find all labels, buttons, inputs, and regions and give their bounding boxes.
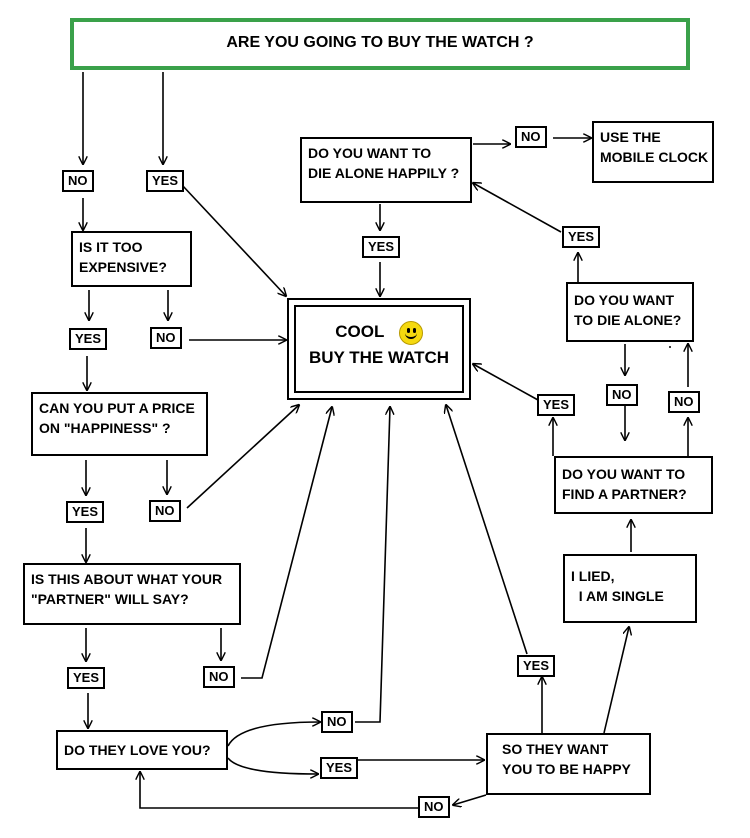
label-no-expensive: NO xyxy=(150,327,182,349)
question-price-happiness: CAN YOU PUT A PRICE ON "HAPPINESS" ? xyxy=(31,392,208,456)
question-too-expensive: IS IT TOO EXPENSIVE? xyxy=(71,231,192,287)
label-no-price: NO xyxy=(149,500,181,522)
label-yes-expensive: YES xyxy=(69,328,108,350)
arrow-no-back-to-love xyxy=(140,772,418,809)
arrow-yes-to-die-happily xyxy=(473,183,562,233)
stray-dot xyxy=(669,346,671,348)
arrow-love-to-no xyxy=(227,722,320,747)
question-die-alone: DO YOU WANT TO DIE ALONE? xyxy=(566,282,694,342)
result-box: COOL BUY THE WATCH xyxy=(287,298,471,400)
arrow-yes-to-cool-2 xyxy=(446,405,528,655)
label-yes-die-alone: YES xyxy=(562,226,601,248)
smiley-icon xyxy=(398,320,423,345)
label-no-partner: NO xyxy=(203,666,235,688)
result-line-2: BUY THE WATCH xyxy=(308,348,450,367)
statement-lied-single: I LIED, I AM SINGLE xyxy=(563,554,697,623)
label-yes-die-happily: YES xyxy=(362,236,401,258)
label-no-title: NO xyxy=(62,170,94,192)
arrow-no-to-cool-4 xyxy=(355,407,390,723)
arrow-want-happy-to-no xyxy=(453,794,487,805)
question-die-alone-happily: DO YOU WANT TO DIE ALONE HAPPILY ? xyxy=(300,137,472,203)
label-no-love: NO xyxy=(321,711,353,733)
result-mobile-clock: USE THE MOBILE CLOCK xyxy=(592,121,714,183)
arrow-love-to-yes xyxy=(227,757,318,774)
question-love-you: DO THEY LOVE YOU? xyxy=(56,730,228,770)
label-yes-partner: YES xyxy=(67,667,106,689)
label-yes-title: YES xyxy=(146,170,185,192)
label-yes-want-happy: YES xyxy=(517,655,556,677)
label-yes-love: YES xyxy=(320,757,359,779)
question-partner-say: IS THIS ABOUT WHAT YOUR "PARTNER" WILL S… xyxy=(23,563,241,625)
label-yes-price: YES xyxy=(66,501,105,523)
arrow-no-to-cool-2 xyxy=(186,405,299,509)
result-line-1: COOL xyxy=(335,322,385,341)
label-no-find-partner: NO xyxy=(668,391,700,413)
question-find-partner: DO YOU WANT TO FIND A PARTNER? xyxy=(554,456,713,514)
arrow-no-to-cool-3 xyxy=(241,407,332,679)
label-yes-find-partner: YES xyxy=(537,394,576,416)
label-no-die-happily: NO xyxy=(515,126,547,148)
arrow-yes-to-cool xyxy=(181,184,286,296)
label-no-want-happy: NO xyxy=(418,796,450,818)
title-question: ARE YOU GOING TO BUY THE WATCH ? xyxy=(70,18,690,70)
arrow-yes-to-cool-3 xyxy=(473,364,539,401)
label-no-die-alone: NO xyxy=(606,384,638,406)
arrow-want-happy-to-lied xyxy=(603,627,629,734)
question-want-happy: SO THEY WANT YOU TO BE HAPPY xyxy=(486,733,651,795)
